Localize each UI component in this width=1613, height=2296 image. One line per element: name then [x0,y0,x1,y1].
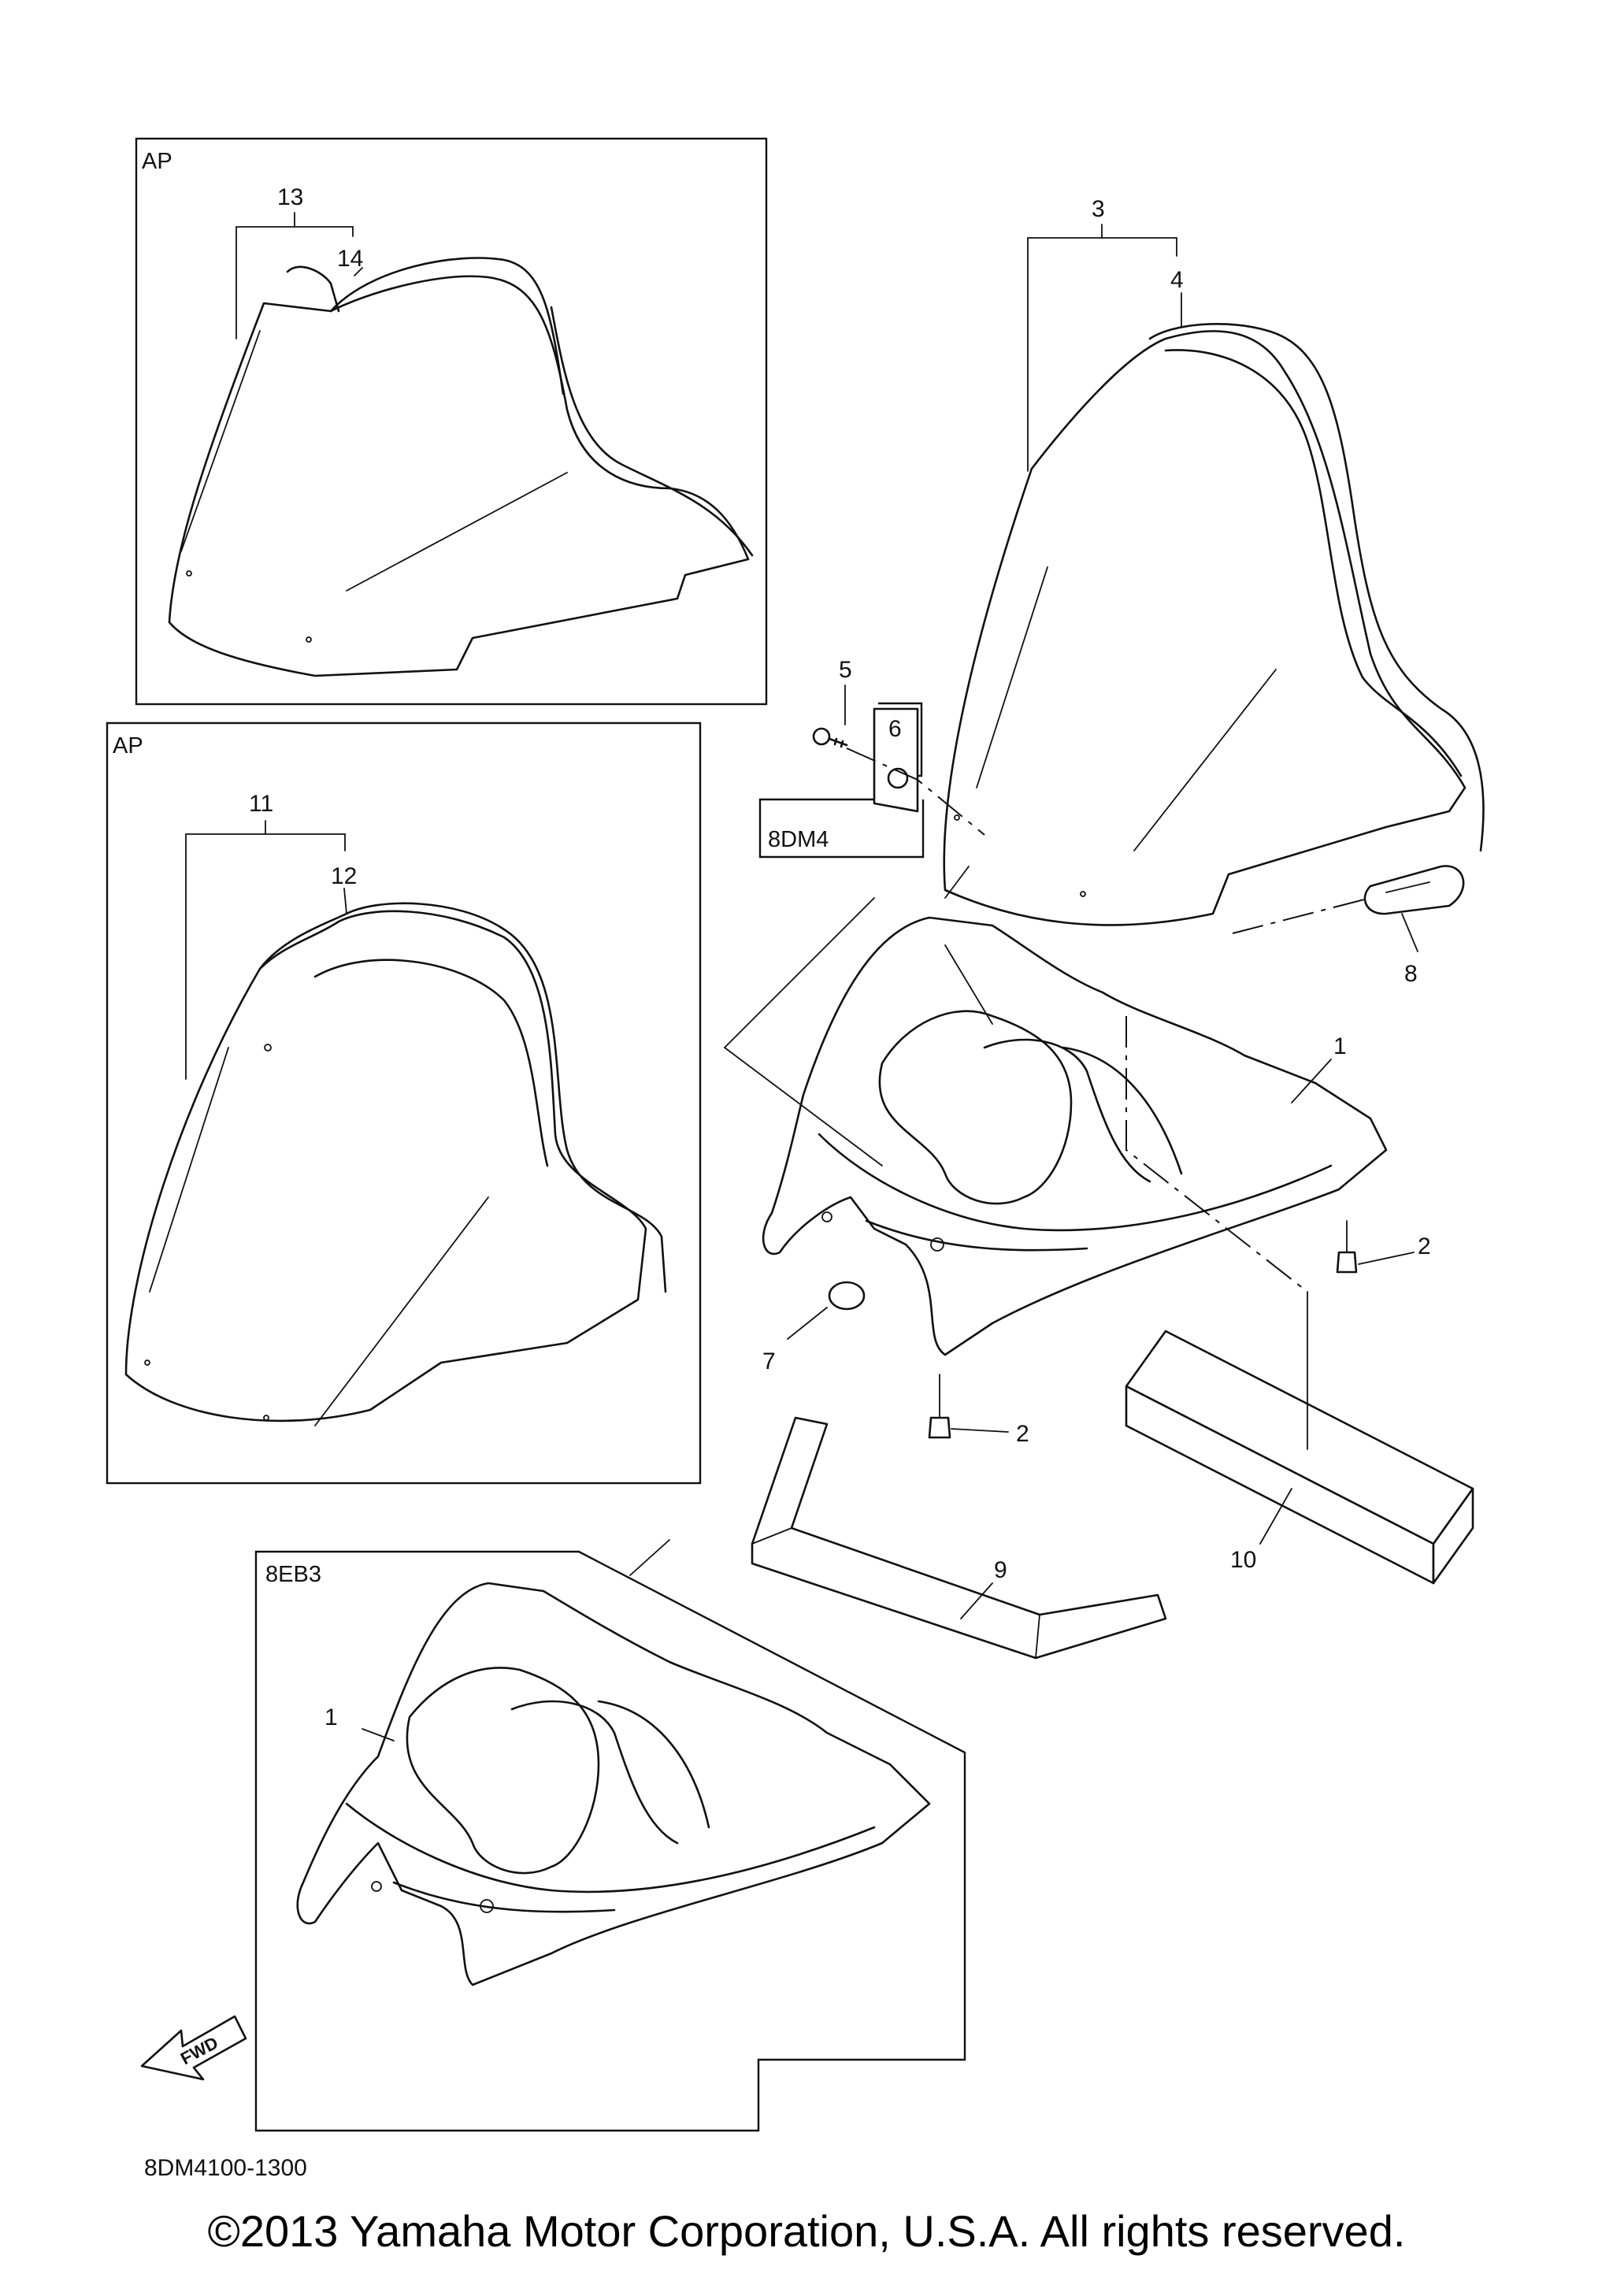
callout-7: 7 [762,1348,776,1374]
callout-10: 10 [1230,1547,1256,1573]
callout-1b: 1 [324,1704,338,1730]
callout-4: 4 [1170,267,1184,293]
grommet-7 [787,1281,866,1340]
windshield-11 [124,902,667,1426]
callout-12: 12 [331,863,357,889]
callout-1: 1 [1333,1033,1347,1059]
ap-middle-box: AP 11 12 [106,721,702,1485]
windshield-13 [168,257,754,677]
diagram-code: 8DM4100-1300 [144,2155,307,2181]
ap-middle-label: AP [113,733,143,759]
box-8eb3-label: 8EB3 [265,1562,321,1587]
windshield-3 [943,322,1485,926]
bolt-2b [928,1374,951,1439]
callout-2b: 2 [1016,1421,1029,1447]
callout-14: 14 [337,246,363,272]
ap-top-label: AP [142,149,172,174]
callout-3: 3 [1092,196,1105,222]
callout-6: 6 [888,716,902,742]
bracket-8dm4-label: 8DM4 [768,827,829,852]
callout-5: 5 [839,657,852,683]
callout-9: 9 [994,1557,1007,1583]
ap-top-box: AP 13 14 [135,137,768,706]
box-8eb3: 8EB3 1 FWD [140,1539,966,2132]
callout-8: 8 [1404,961,1418,987]
bracket-8dm4: 8DM4 [758,702,985,859]
callout-13: 13 [277,184,303,210]
seal-9 [751,1416,1167,1660]
copyright-text: ©2013 Yamaha Motor Corporation, U.S.A. A… [207,2206,1406,2256]
cowl-1 [762,916,1388,1356]
callout-11: 11 [249,791,273,817]
bolt-2a [1336,1220,1358,1274]
foam-10 [1125,1291,1474,1585]
knob-8 [1232,865,1465,934]
callout-2: 2 [1418,1233,1431,1259]
cowl-1-8eb3 [296,1582,931,1986]
fwd-arrow-icon: FWD [140,2015,247,2081]
